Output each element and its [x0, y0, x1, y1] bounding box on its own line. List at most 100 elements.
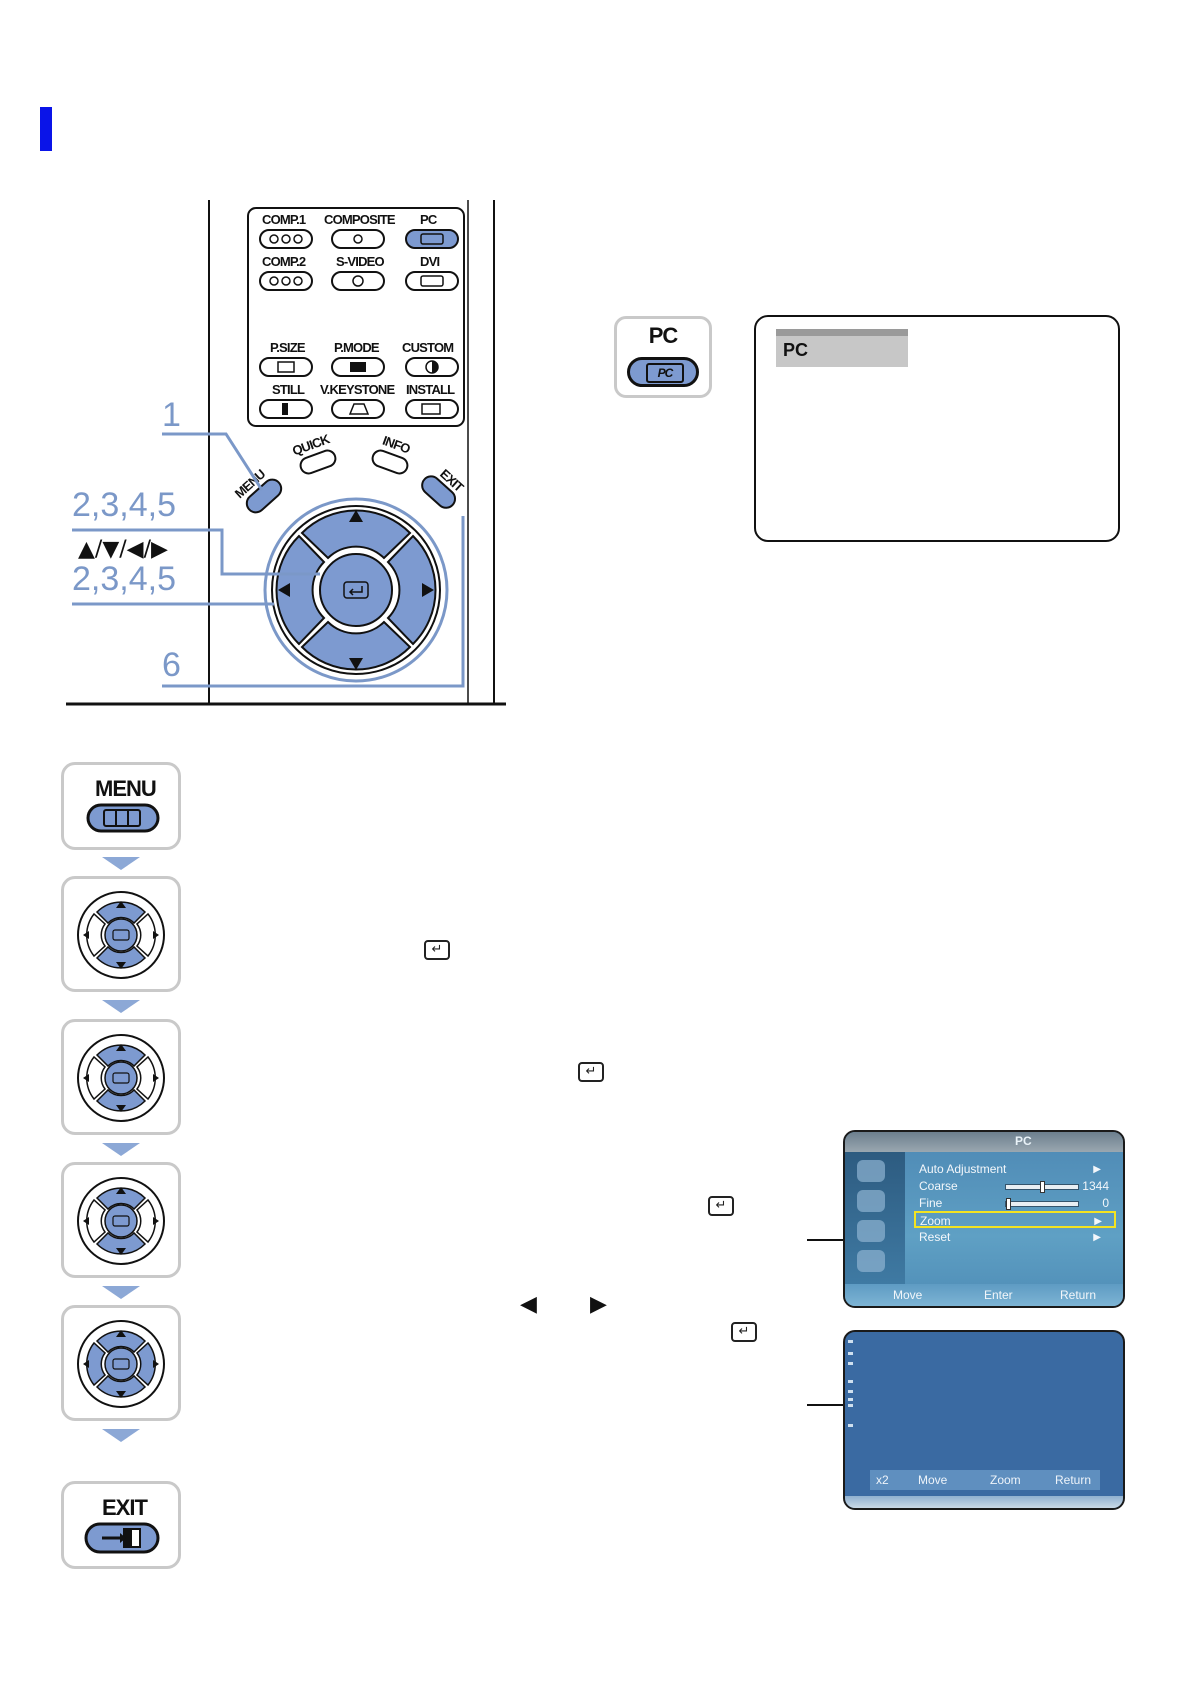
still-label: STILL [272, 382, 305, 397]
callout-arrows: ▲/▼/◀/▶ [78, 537, 168, 562]
composite-button[interactable] [331, 229, 385, 249]
step-nav-key-5 [61, 1305, 181, 1421]
osd-item-zoom[interactable]: Zoom ▶ [914, 1211, 1116, 1228]
menu-key-button [86, 803, 160, 833]
pc-key-badge: PC PC [614, 316, 712, 398]
osd-item-auto-adjustment[interactable]: Auto Adjustment ▶ [919, 1161, 1115, 1178]
coarse-value: 1344 [1082, 1179, 1109, 1193]
osd-title-bar [845, 1132, 1123, 1152]
step-nav-key-3 [61, 1019, 181, 1135]
osd-item-reset[interactable]: Reset ▶ [919, 1229, 1115, 1246]
zoom-level: x2 [876, 1473, 889, 1487]
exit-key-label: EXIT [102, 1495, 148, 1520]
composite-label: COMPOSITE [324, 212, 396, 227]
up-arrow-icon [349, 510, 363, 522]
dvi-label: DVI [420, 254, 439, 269]
step-arrow-1 [102, 857, 140, 870]
comp1-label: COMP.1 [262, 212, 306, 227]
vkeystone-label: V.KEYSTONE [320, 382, 395, 397]
comp1-button[interactable] [259, 229, 313, 249]
enter-icon: ↵ [708, 1196, 734, 1216]
picture-icon [857, 1160, 885, 1182]
osd-footer: Move Enter Return [845, 1284, 1123, 1306]
menu-icon [103, 809, 141, 827]
enter-button[interactable] [319, 553, 393, 627]
step-arrow-5 [102, 1429, 140, 1442]
step-menu-key: MENU [61, 762, 181, 850]
enter-icon: ↵ [731, 1322, 757, 1342]
step-arrow-3 [102, 1143, 140, 1156]
comp2-label: COMP.2 [262, 254, 306, 269]
pmode-label: P.MODE [334, 340, 380, 355]
osd-pc-menu: PC Auto Adjustment ▶ Coarse 1344 Fine 0 … [843, 1130, 1125, 1308]
nav-pad-icon [77, 891, 165, 979]
enter-icon [343, 581, 369, 599]
footer-move: Move [918, 1473, 948, 1487]
up-arrow-button[interactable] [300, 509, 412, 560]
step-arrow-4 [102, 1286, 140, 1299]
psize-button[interactable] [259, 357, 313, 377]
pc-key-icon: PC [646, 363, 684, 383]
install-button[interactable] [405, 399, 459, 419]
info-button[interactable] [370, 448, 409, 475]
osd-item-coarse[interactable]: Coarse 1344 [919, 1178, 1115, 1195]
left-arrow-icon [278, 583, 290, 597]
step-nav-key-4 [61, 1162, 181, 1278]
osd-item-label: Coarse [919, 1179, 958, 1193]
down-arrow-icon [349, 658, 363, 670]
quick-button[interactable] [298, 448, 337, 475]
left-arrow-icon: ◀ [520, 1292, 537, 1317]
sound-icon [857, 1190, 885, 1212]
dvi-button[interactable] [405, 271, 459, 291]
chevron-right-icon: ▶ [1093, 1232, 1101, 1243]
osd-zoom-view: x2 Move Zoom Return [843, 1330, 1125, 1510]
custom-label: CUSTOM [402, 340, 453, 355]
exit-button[interactable] [418, 473, 458, 512]
source-list-box: PC [754, 315, 1120, 542]
right-arrow-button[interactable] [386, 534, 437, 646]
left-arrow-button[interactable] [275, 534, 326, 646]
pc-label: PC [420, 212, 438, 227]
callout-2-line [72, 528, 320, 576]
osd-zoom-leader [807, 1404, 843, 1406]
callout-6: 6 [162, 646, 181, 684]
step-nav-key-2 [61, 876, 181, 992]
osd-item-label: Reset [919, 1230, 951, 1244]
section-marker [40, 107, 52, 151]
step-arrow-2 [102, 1000, 140, 1013]
svideo-button[interactable] [331, 271, 385, 291]
pc-key-label: PC [648, 323, 679, 348]
fine-slider[interactable] [1005, 1198, 1079, 1210]
install-label: INSTALL [406, 382, 455, 397]
menu-button[interactable] [243, 476, 285, 516]
callout-2: 2,3,4,5 [72, 486, 176, 524]
nav-pad-icon [77, 1177, 165, 1265]
chevron-right-icon: ▶ [1093, 1164, 1101, 1175]
callout-6-line [162, 516, 465, 688]
pc-key-button: PC [627, 357, 699, 387]
osd-zoom-footer: x2 Move Zoom Return [870, 1470, 1100, 1490]
nav-pad-icon [77, 1034, 165, 1122]
callout-1-line [162, 432, 264, 491]
comp2-button[interactable] [259, 271, 313, 291]
coarse-slider[interactable] [1005, 1181, 1079, 1193]
psize-label: P.SIZE [270, 340, 306, 355]
fine-value: 0 [1102, 1196, 1109, 1210]
osd-side-icons [845, 1152, 905, 1284]
osd-item-fine[interactable]: Fine 0 [919, 1195, 1115, 1212]
osd-pc-leader [807, 1239, 843, 1241]
down-arrow-button[interactable] [300, 620, 412, 671]
enter-icon: ↵ [424, 940, 450, 960]
vkeystone-button[interactable] [331, 399, 385, 419]
footer-return: Return [1060, 1288, 1097, 1302]
svideo-label: S-VIDEO [336, 254, 385, 269]
footer-move: Move [893, 1288, 923, 1302]
chevron-right-icon: ▶ [1094, 1216, 1102, 1227]
pc-button[interactable] [405, 229, 459, 249]
remote-svg: COMP.1 COMPOSITE PC COMP.2 S-VIDEO DVI P… [66, 200, 506, 706]
right-arrow-icon [422, 583, 434, 597]
setup-icon [857, 1220, 885, 1242]
slider-thumb [1040, 1181, 1045, 1193]
nav-pad-icon [77, 1320, 165, 1408]
osd-item-label: Zoom [920, 1214, 951, 1228]
